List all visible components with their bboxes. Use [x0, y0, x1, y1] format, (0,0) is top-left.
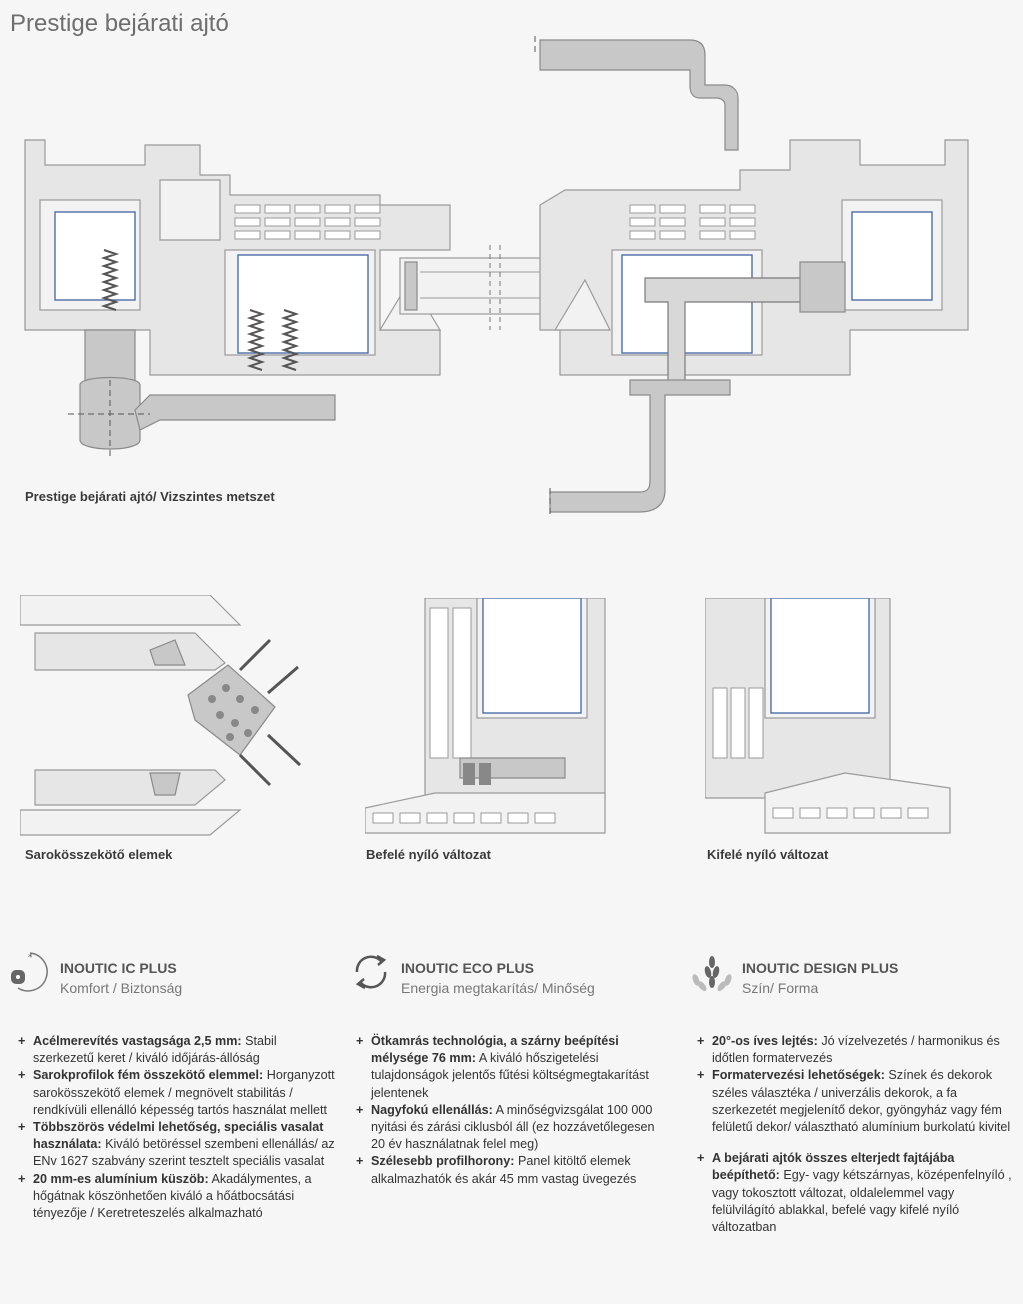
feature-subtitle: Energia megtakarítás/ Minőség	[401, 980, 595, 996]
list-item: +Formatervezési lehetőségek: Színek és d…	[697, 1068, 1011, 1135]
list-item: +A bejárati ajtók összes elterjedt fajtá…	[697, 1151, 1012, 1235]
list-item: +Sarokprofilok fém összekötő elemmel: Ho…	[18, 1068, 335, 1117]
feature-list-ic-plus: +Acélmerevítés vastagsága 2,5 mm: Stabil…	[18, 1033, 336, 1222]
outward-opening-drawing	[705, 598, 951, 834]
feature-name: INOUTIC DESIGN PLUS	[742, 960, 899, 976]
right-sash-profile	[534, 36, 969, 515]
feature-name: INOUTIC IC PLUS	[60, 960, 177, 976]
list-item: +20°-os íves lejtés: Jó vízelvezetés / h…	[697, 1034, 1000, 1066]
caption-horizontal-section: Prestige bejárati ajtó/ Vizszintes metsz…	[25, 489, 275, 504]
inward-opening-drawing	[365, 598, 606, 834]
list-item: +Szélesebb profilhorony: Panel kitöltő e…	[356, 1154, 637, 1186]
cycle-arrows-icon	[355, 954, 387, 990]
horizontal-section-drawing	[24, 36, 969, 515]
svg-text:*: *	[28, 953, 33, 963]
caption-outward-opening: Kifelé nyíló változat	[707, 847, 829, 862]
feature-ic-plus: * INOUTIC IC PLUS Komfort / Biztonság	[8, 950, 308, 1000]
feature-list-eco-plus: +Ötkamrás technológia, a szárny beépítés…	[356, 1033, 656, 1188]
left-frame-profile	[24, 139, 451, 460]
caption-corner-connector: Sarokösszekötő elemek	[25, 847, 173, 862]
list-item: +20 mm-es alumínium küszöb: Akadálymente…	[18, 1171, 312, 1221]
list-item: +Többszörös védelmi lehetőség, speciális…	[18, 1120, 335, 1169]
feature-subtitle: Szín/ Forma	[742, 980, 819, 996]
page-title: Prestige bejárati ajtó	[10, 10, 229, 37]
feature-design-plus: INOUTIC DESIGN PLUS Szín/ Forma	[690, 950, 1010, 1000]
feature-eco-plus: INOUTIC ECO PLUS Energia megtakarítás/ M…	[349, 950, 669, 1000]
list-item: +Acélmerevítés vastagsága 2,5 mm: Stabil…	[18, 1034, 277, 1066]
list-item: +Nagyfokú ellenállás: A minőségvizsgálat…	[356, 1102, 655, 1152]
feature-name: INOUTIC ECO PLUS	[401, 960, 535, 976]
caption-inward-opening: Befelé nyíló változat	[366, 847, 491, 862]
lock-icon: *	[11, 952, 48, 992]
laurel-icon	[692, 956, 732, 991]
feature-list-design-plus: +20°-os íves lejtés: Jó vízelvezetés / h…	[697, 1033, 1015, 1236]
corner-connector-drawing	[20, 595, 302, 836]
list-item: +Ötkamrás technológia, a szárny beépítés…	[356, 1034, 649, 1100]
feature-subtitle: Komfort / Biztonság	[60, 980, 183, 996]
